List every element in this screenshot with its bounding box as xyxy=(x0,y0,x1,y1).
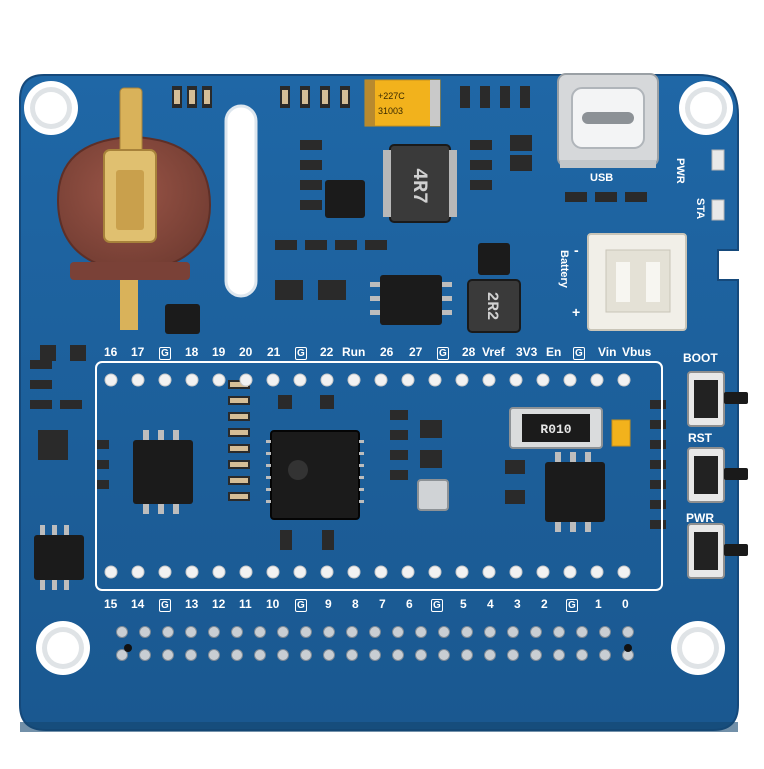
mounting-hole-bottom-right xyxy=(671,621,725,675)
coin-cell-holder xyxy=(56,87,212,330)
top-pin-label: G xyxy=(437,347,449,360)
top-pin-label: 19 xyxy=(212,345,226,359)
small-ic-2 xyxy=(165,304,200,334)
boot-button-label: BOOT xyxy=(683,351,718,365)
rp2040-chip xyxy=(266,430,364,520)
small-capacitor xyxy=(611,419,631,447)
top-pin-label: En xyxy=(546,345,562,359)
led-pwr xyxy=(711,149,725,171)
top-pin-label: 22 xyxy=(320,345,334,359)
bottom-pin-label: 6 xyxy=(406,597,413,611)
bottom-pin-label: 5 xyxy=(460,597,467,611)
bottom-pin-label: 15 xyxy=(104,597,118,611)
gpio-header-markers xyxy=(124,644,632,652)
top-pin-label: Vref xyxy=(482,345,505,359)
bottom-pin-label: 9 xyxy=(325,597,332,611)
bottom-pin-label: 14 xyxy=(131,597,145,611)
bottom-pin-label: 8 xyxy=(352,597,359,611)
resistor-marking: R010 xyxy=(540,422,571,437)
boot-button[interactable] xyxy=(687,371,748,427)
top-pin-label: G xyxy=(159,347,171,360)
top-pin-label: Vin xyxy=(598,345,617,359)
inductor-4r7-marking: 4R7 xyxy=(407,168,430,204)
top-pin-label: 18 xyxy=(185,345,199,359)
top-pin-label: 21 xyxy=(267,345,281,359)
bottom-pin-label: 4 xyxy=(487,597,494,611)
mounting-hole-top-left xyxy=(24,81,78,135)
bottom-pin-label: 13 xyxy=(185,597,199,611)
battery-label: Battery xyxy=(558,250,570,288)
board-slot xyxy=(224,104,258,298)
bottom-pin-label: G xyxy=(159,599,171,612)
bottom-pin-pads xyxy=(104,565,631,579)
bottom-pin-label: 12 xyxy=(212,597,226,611)
top-pin-label: 26 xyxy=(380,345,394,359)
charger-ic xyxy=(325,180,365,218)
top-pin-label: 16 xyxy=(104,345,118,359)
led-sta-label: STA xyxy=(694,198,706,220)
inductor-2r2: 2R2 xyxy=(467,279,521,333)
battery-minus-label: - xyxy=(574,242,579,258)
top-pin-label: 20 xyxy=(239,345,253,359)
capacitor-marking-1: +227C xyxy=(378,91,405,101)
shunt-resistor: R010 xyxy=(509,407,603,449)
top-pin-label: 27 xyxy=(409,345,423,359)
inductor-4r7: 4R7 xyxy=(383,144,457,223)
top-pin-label: G xyxy=(573,347,585,360)
battery-plus-label: + xyxy=(572,304,581,320)
rst-button-label: RST xyxy=(688,431,712,445)
top-pin-label: Run xyxy=(342,345,366,359)
small-ic-1 xyxy=(478,243,510,275)
rst-button[interactable] xyxy=(687,447,748,503)
mounting-hole-bottom-left xyxy=(36,621,90,675)
led-pwr-label: PWR xyxy=(674,158,686,184)
rtc-chip xyxy=(34,525,84,590)
top-pin-label: 3V3 xyxy=(516,345,538,359)
led-sta xyxy=(711,199,725,221)
inductor-2r2-marking: 2R2 xyxy=(483,292,501,321)
tantalum-capacitor: +227C 31003 xyxy=(364,79,441,127)
usb-c-connector xyxy=(557,73,659,168)
pwr-button[interactable] xyxy=(687,523,748,579)
bottom-pin-label: 3 xyxy=(514,597,521,611)
bottom-pin-label: 10 xyxy=(266,597,280,611)
crystal xyxy=(417,479,449,511)
bottom-pin-label: 2 xyxy=(541,597,548,611)
top-pin-label: Vbus xyxy=(622,345,652,359)
gpio-40pin-holes xyxy=(116,626,634,661)
bottom-pin-label: 7 xyxy=(379,597,386,611)
top-pin-label: 17 xyxy=(131,345,145,359)
battery-connector xyxy=(587,233,687,331)
bottom-pin-label: 0 xyxy=(622,597,629,611)
capacitor-marking-2: 31003 xyxy=(378,106,403,116)
bottom-pin-label: 11 xyxy=(239,597,252,611)
usb-label: USB xyxy=(590,172,614,184)
top-pin-label: 28 xyxy=(462,345,476,359)
bottom-pin-label: 1 xyxy=(595,597,602,611)
top-pin-label: G xyxy=(295,347,307,360)
bottom-pin-label: G xyxy=(431,599,443,612)
pin-header-outline xyxy=(95,361,663,591)
top-pin-pads xyxy=(104,373,631,387)
power-ic xyxy=(545,452,605,532)
bottom-pin-label: G xyxy=(566,599,578,612)
pwr-button-label: PWR xyxy=(686,511,714,525)
mosfet-chip xyxy=(370,275,452,325)
mounting-hole-top-right xyxy=(679,81,733,135)
flash-chip xyxy=(133,430,193,514)
bottom-pin-label: G xyxy=(295,599,307,612)
